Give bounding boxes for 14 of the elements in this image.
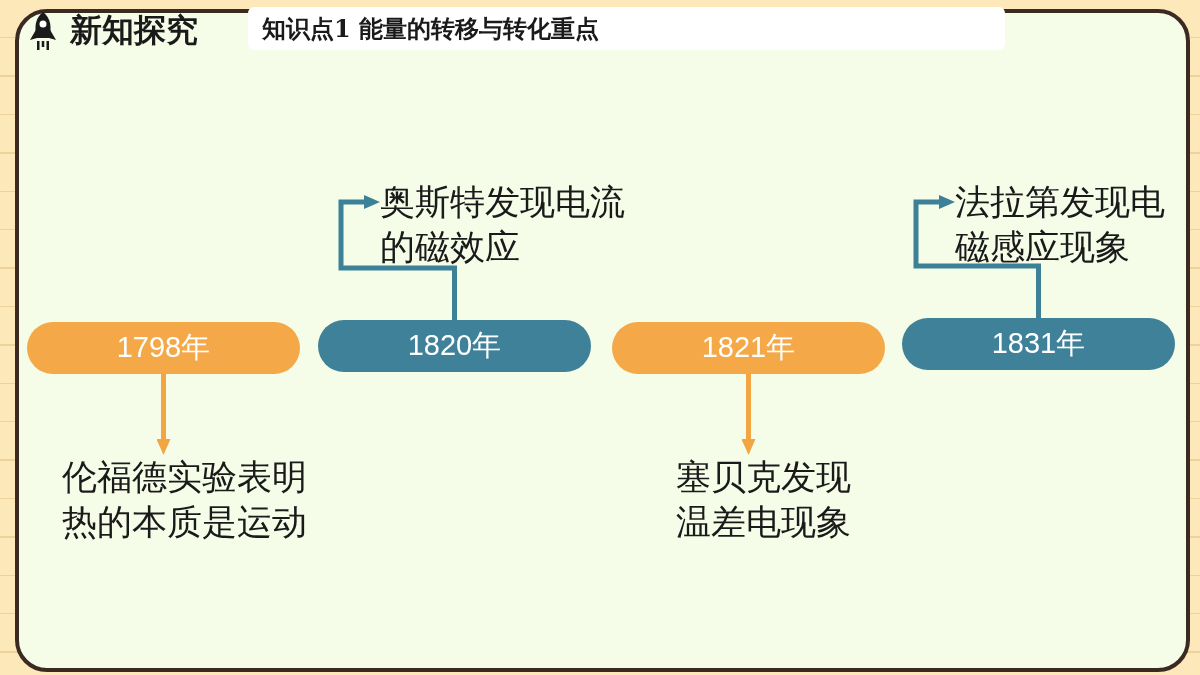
event-text: 奥斯特发现电流的磁效应: [380, 180, 628, 270]
year-pill: 1831年: [902, 318, 1175, 370]
arrow: [156, 374, 171, 455]
year-pill: 1821年: [612, 322, 885, 374]
arrow: [913, 195, 1041, 318]
event-text: 法拉第发现电磁感应现象: [955, 180, 1168, 270]
arrow: [338, 195, 457, 320]
year-pill: 1798年: [27, 322, 300, 374]
arrow: [741, 374, 756, 455]
event-text: 伦福德实验表明热的本质是运动: [62, 455, 310, 545]
topic-banner: 知识点1 能量的转移与转化重点: [248, 7, 1005, 50]
year-pill: 1820年: [318, 320, 591, 372]
section-heading: 新知探究: [70, 10, 198, 50]
event-text: 塞贝克发现温差电现象: [676, 455, 854, 545]
